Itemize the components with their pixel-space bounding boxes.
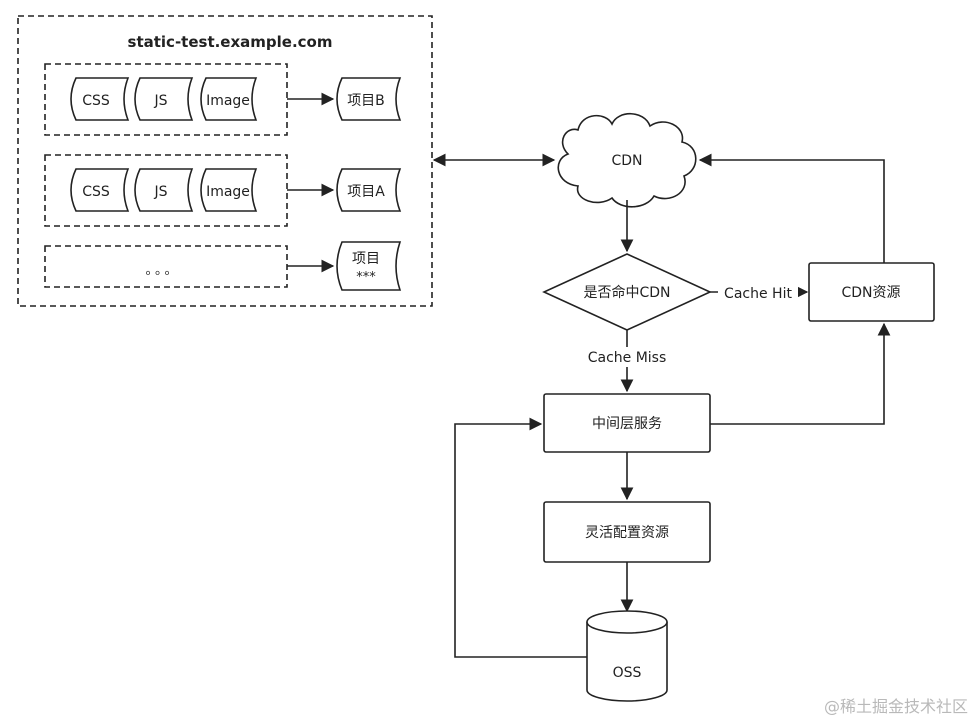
svg-text:Image: Image bbox=[206, 184, 250, 200]
cache-hit-label: Cache Hit bbox=[724, 286, 792, 302]
svg-text:OSS: OSS bbox=[613, 665, 642, 681]
config-resource-node: 灵活配置资源 bbox=[543, 501, 711, 563]
svg-text:中间层服务: 中间层服务 bbox=[592, 416, 662, 432]
oss-storage-node: OSS bbox=[586, 610, 668, 702]
asset-js: JS bbox=[134, 168, 194, 212]
svg-text:CSS: CSS bbox=[82, 184, 110, 200]
project-row-more: 。。。 项目 *** bbox=[44, 241, 402, 291]
svg-text:JS: JS bbox=[153, 93, 167, 109]
middle-service-node: 中间层服务 bbox=[543, 393, 711, 453]
asset-image: Image bbox=[200, 77, 258, 121]
svg-text:是否命中CDN: 是否命中CDN bbox=[583, 284, 670, 301]
svg-text:JS: JS bbox=[153, 184, 167, 200]
domain-title: static-test.example.com bbox=[128, 33, 333, 51]
svg-text:项目B: 项目B bbox=[347, 93, 385, 109]
project-row-b: CSS JS Image 项目B bbox=[44, 63, 402, 136]
asset-css: CSS bbox=[70, 77, 130, 121]
watermark: @稀土掘金技术社区 bbox=[824, 697, 968, 716]
project-more-node: 项目 *** bbox=[336, 241, 402, 291]
svg-text:项目A: 项目A bbox=[347, 184, 385, 200]
asset-css: CSS bbox=[70, 168, 130, 212]
project-b-node: 项目B bbox=[336, 77, 402, 121]
svg-text:Image: Image bbox=[206, 93, 250, 109]
project-a-node: 项目A bbox=[336, 168, 402, 212]
domain-container: static-test.example.com bbox=[17, 15, 433, 307]
asset-image: Image bbox=[200, 168, 258, 212]
ellipsis-placeholder: 。。。 bbox=[145, 263, 180, 278]
project-row-a: CSS JS Image 项目A bbox=[44, 154, 402, 227]
cache-miss-label: Cache Miss bbox=[588, 350, 667, 366]
asset-js: JS bbox=[134, 77, 194, 121]
cdn-cloud: CDN bbox=[557, 112, 697, 208]
svg-text:CSS: CSS bbox=[82, 93, 110, 109]
svg-text:灵活配置资源: 灵活配置资源 bbox=[585, 525, 669, 541]
svg-text:***: *** bbox=[356, 270, 376, 285]
svg-text:CDN资源: CDN资源 bbox=[841, 285, 900, 301]
cdn-resource-node: CDN资源 bbox=[808, 262, 935, 322]
cdn-hit-decision: 是否命中CDN bbox=[542, 253, 712, 331]
svg-text:项目: 项目 bbox=[352, 251, 380, 267]
svg-text:CDN: CDN bbox=[611, 153, 642, 169]
